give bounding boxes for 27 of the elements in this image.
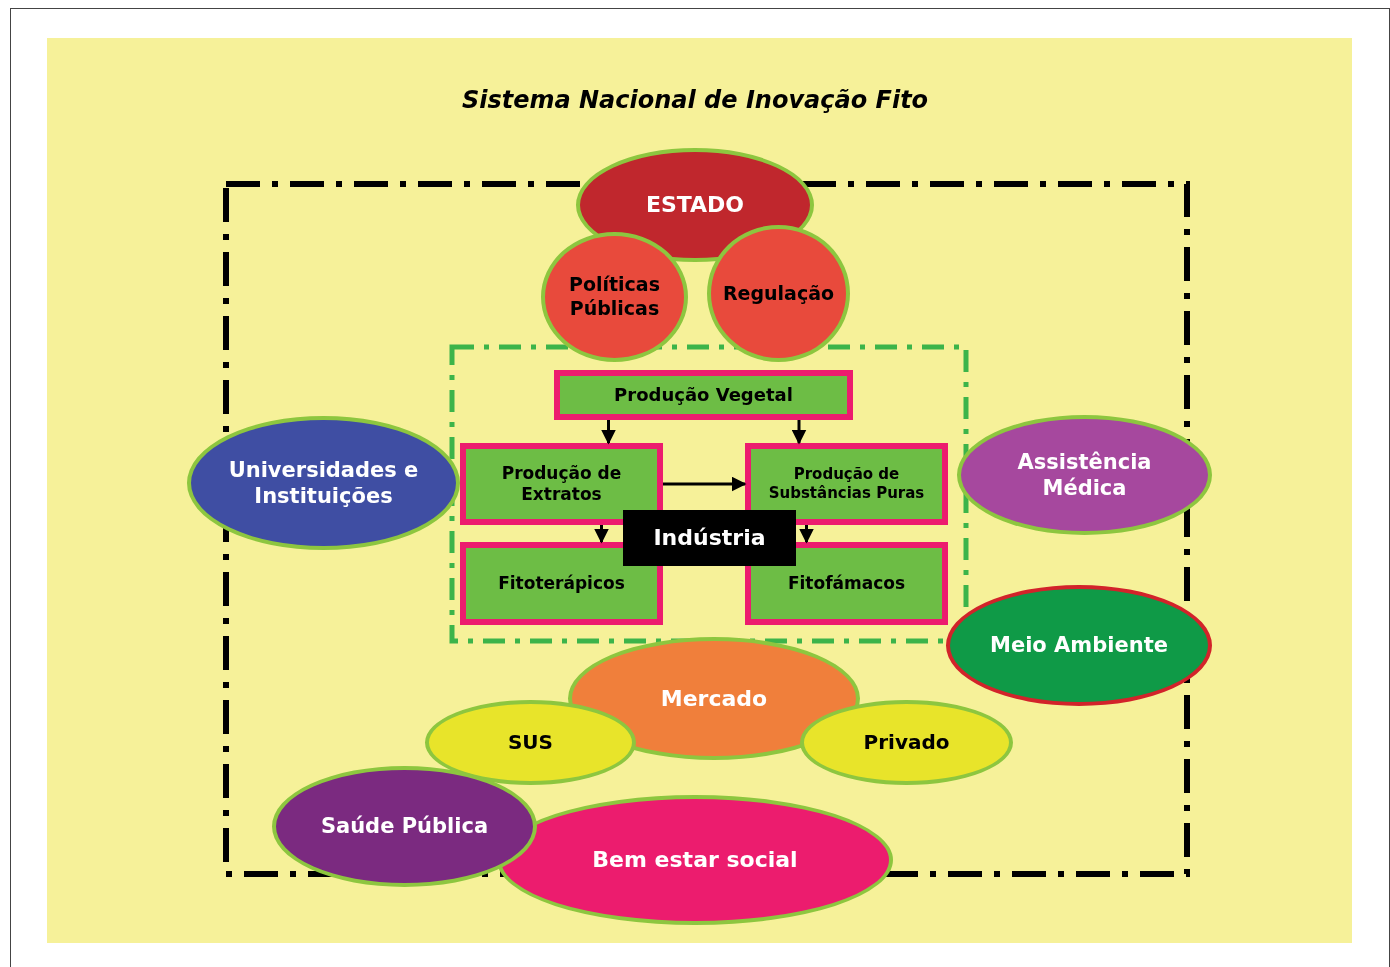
node-label: Saúde Pública [320, 813, 489, 840]
node-label: Indústria [653, 524, 766, 552]
node-label: Bem estar social [592, 846, 798, 874]
arrow [601, 420, 616, 445]
arrow [663, 476, 747, 492]
node-label: Fitoterápicos [498, 572, 625, 595]
node-label: Fitofámacos [787, 572, 906, 595]
arrow [594, 525, 609, 544]
node-label: Universidades e Instituições [227, 456, 420, 510]
process-box [460, 443, 663, 525]
arrow [791, 420, 807, 445]
diagram-title: Sistema Nacional de Inovação Fito [460, 86, 930, 114]
label-box [623, 510, 796, 566]
arrow [799, 525, 814, 544]
node-label: Mercado [660, 684, 768, 713]
process-box [554, 370, 853, 420]
node-label: Produção de Extratos [500, 462, 623, 506]
node-label: SUS [507, 730, 554, 755]
node-label: Meio Ambiente [990, 632, 1168, 659]
node-label: Produção de Substâncias Puras [767, 465, 926, 503]
node-label: ESTADO [645, 191, 745, 219]
node-label: Privado [863, 730, 950, 755]
node-label: Regulação [722, 281, 835, 306]
node-label: Produção Vegetal [614, 383, 793, 407]
node-label: Políticas Públicas [568, 273, 661, 321]
node-label: Assistência Médica [1016, 448, 1153, 502]
process-box [745, 443, 948, 525]
